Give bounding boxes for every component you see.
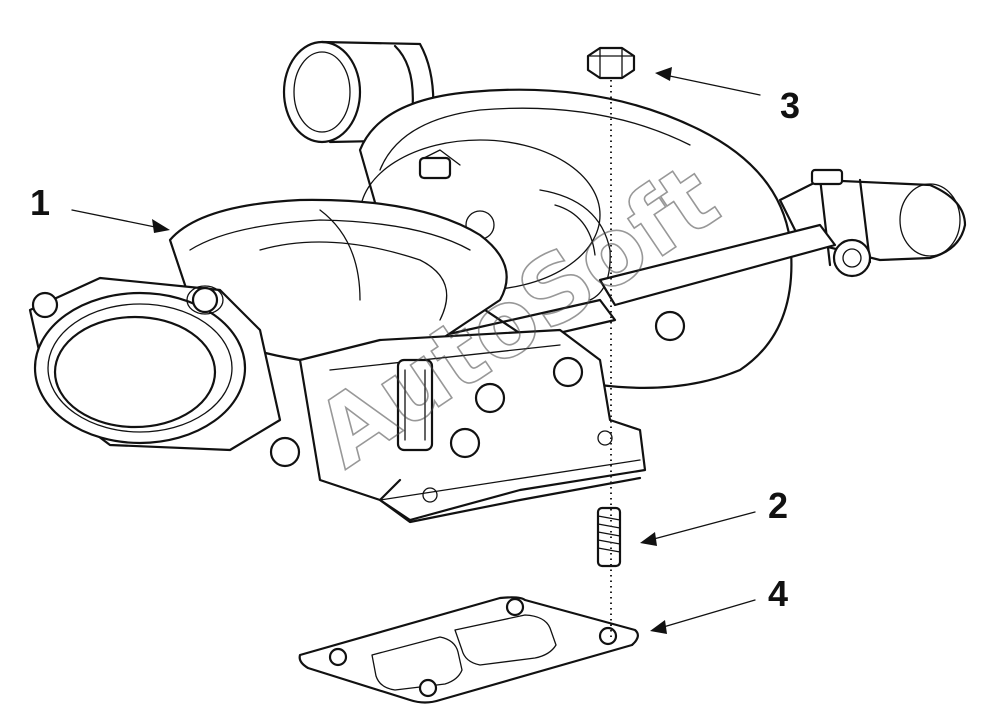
leader-arrow-2 <box>649 511 756 541</box>
mounting-stud <box>596 506 622 568</box>
compressor-outlet <box>28 276 301 468</box>
leader-arrow-3 <box>664 74 761 96</box>
leader-arrows <box>71 67 761 634</box>
callout-3: 3 <box>780 85 800 126</box>
leader-arrow-4 <box>659 599 756 629</box>
compressor-housing <box>168 198 508 362</box>
mounting-nut <box>586 46 636 80</box>
leader-arrow-1 <box>71 209 161 229</box>
callout-2: 2 <box>768 485 788 526</box>
center-housing <box>298 310 686 524</box>
wastegate-rod <box>398 223 872 367</box>
callout-1: 1 <box>30 182 50 223</box>
turbocharger-assembly <box>28 40 967 524</box>
turbine-housing <box>358 88 793 389</box>
callout-4: 4 <box>768 573 788 614</box>
flange-gasket <box>298 596 639 704</box>
